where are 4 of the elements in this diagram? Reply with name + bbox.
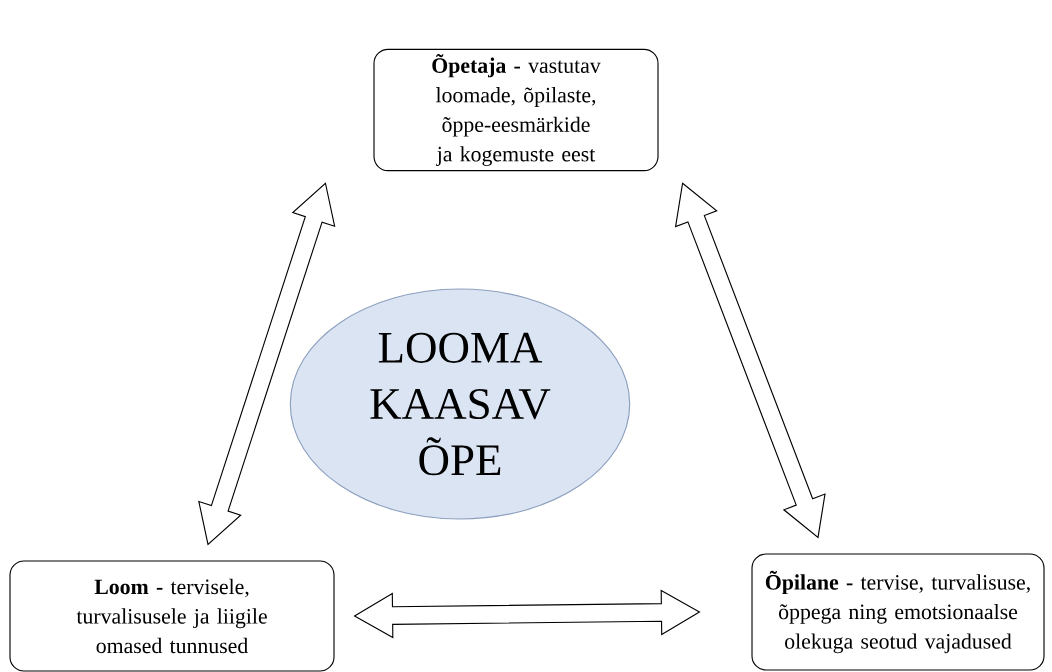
double-arrow (198, 182, 336, 546)
text-box: Õpetaja - vastutav loomade, õpilaste, õppe-eesmärkide ja kogemuste eest (373, 48, 659, 172)
text-box: Õpilane - tervise, turvalisuse, õppega ning emotsionaalse olekuga seotud vajadused (751, 553, 1045, 671)
text-box: Loom - tervisele, turvalisusele ja liigile omased tunnused (9, 560, 335, 672)
